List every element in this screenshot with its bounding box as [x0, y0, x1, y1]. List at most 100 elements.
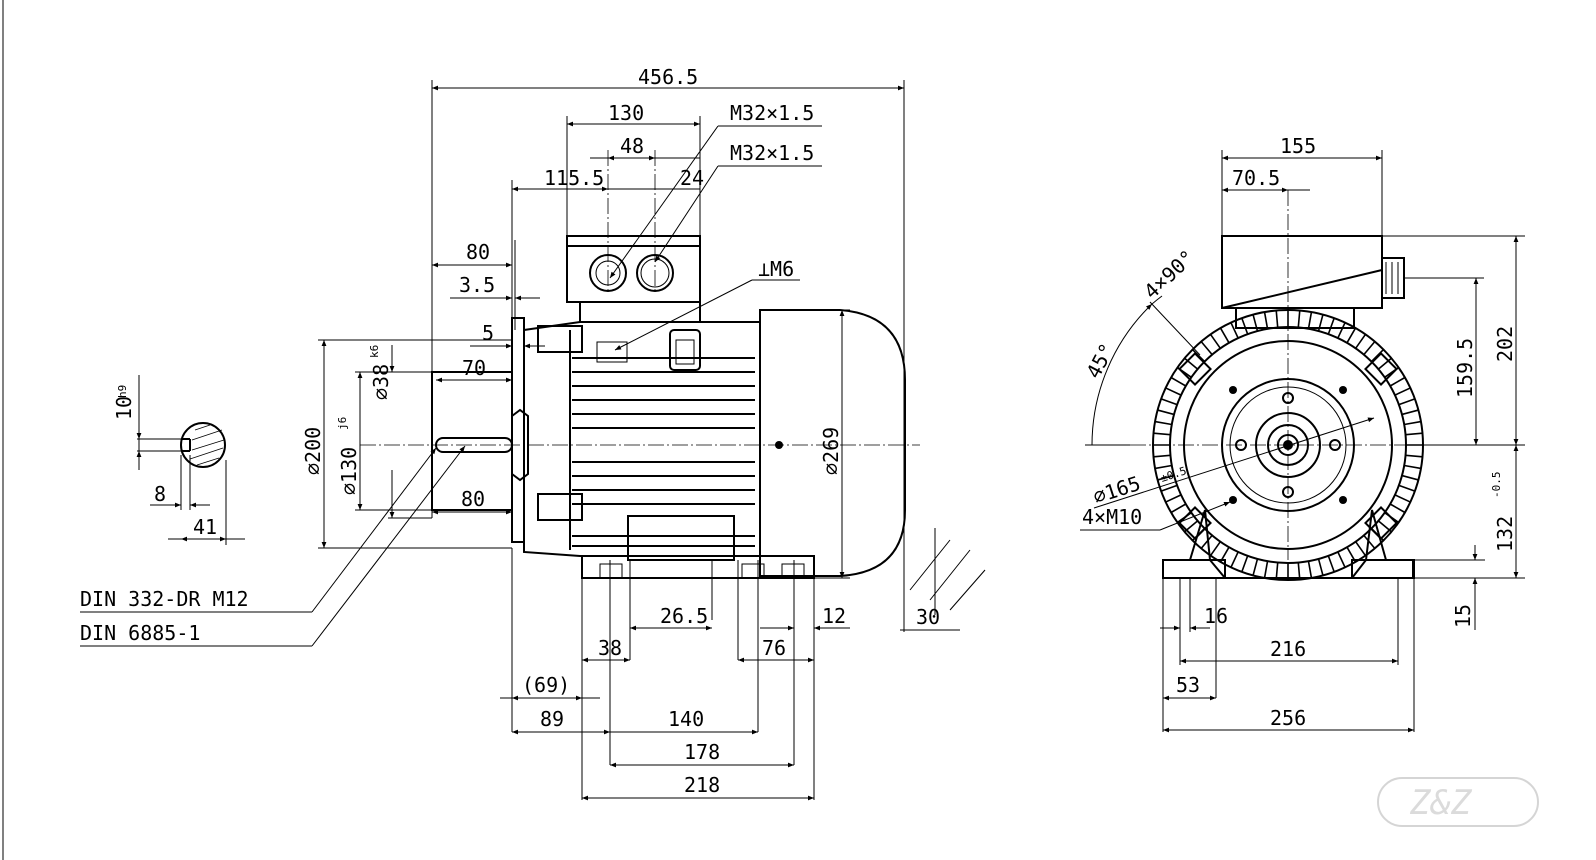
cooling-fin: [1209, 541, 1221, 557]
cooling-fin: [1275, 310, 1279, 328]
cooling-fin: [1153, 432, 1171, 436]
dim-218-label: 218: [684, 773, 720, 797]
angle-4x90-label: 4×90°: [1139, 245, 1199, 304]
cooling-fin: [1401, 409, 1419, 416]
lifting-eye: [669, 329, 701, 371]
cooling-fin: [1209, 333, 1221, 349]
cooling-fin: [1404, 420, 1422, 426]
spigot-tolerance-label: j6: [336, 417, 349, 430]
dim-8-label: 8: [154, 482, 166, 506]
shaft-tolerance-label: k6: [368, 345, 381, 358]
cooling-fin: [1297, 310, 1301, 328]
cooling-fin: [1404, 464, 1422, 470]
dim-3-5-label: 3.5: [459, 273, 495, 297]
earth-label: ⊥M6: [758, 257, 794, 281]
cooling-fin: [1363, 534, 1376, 549]
cooling-fin: [1355, 333, 1367, 349]
dim-30-label: 30: [916, 605, 940, 629]
cooling-fin: [1337, 322, 1346, 339]
end-gland: [1381, 257, 1405, 299]
holes-label: 4×M10: [1082, 505, 1142, 529]
cooling-fin: [1170, 376, 1187, 387]
dim-256-label: 256: [1270, 706, 1306, 730]
dim-26-5-label: 26.5: [660, 604, 708, 628]
cooling-fin: [1160, 398, 1178, 406]
dim-38-label: 38: [598, 636, 622, 660]
logo: Z&Z: [1377, 777, 1539, 827]
cooling-fin: [1317, 558, 1324, 576]
dim-48-label: 48: [620, 134, 644, 158]
cooling-fin: [1191, 348, 1206, 363]
dim-140-label: 140: [668, 707, 704, 731]
end-terminal-box: [1221, 235, 1383, 309]
key-tolerance-label: h9: [116, 385, 129, 398]
cooling-fin: [1394, 494, 1411, 503]
end-view: 155 70.5 159.5 202 132 -0.5 15 45° 4×90°…: [1080, 134, 1525, 733]
dim-178-label: 178: [684, 740, 720, 764]
cooling-fin: [1394, 387, 1411, 396]
dim-76-label: 76: [762, 636, 786, 660]
note-key-standard: DIN 6885-1: [80, 621, 200, 645]
cooling-fin: [1337, 551, 1346, 568]
cooling-fin: [1363, 341, 1376, 356]
cooling-fin: [1241, 555, 1249, 573]
shaft-diameter-label: ⌀38: [369, 364, 393, 400]
cooling-fin: [1230, 551, 1239, 568]
dim-5-label: 5: [482, 321, 494, 345]
dim-69-label: (69): [522, 673, 570, 697]
body-diameter-label: ⌀269: [819, 427, 843, 475]
gland-thread-2-label: M32×1.5: [730, 141, 814, 165]
earth-plate: [596, 341, 628, 363]
gland-thread-1-label: M32×1.5: [730, 101, 814, 125]
cooling-fin: [1263, 311, 1269, 329]
dim-202-label: 202: [1493, 326, 1517, 362]
cooling-fin: [1165, 494, 1182, 503]
cooling-fin: [1275, 562, 1279, 580]
cooling-fin: [1307, 561, 1313, 579]
dim-456-5-label: 456.5: [638, 65, 698, 89]
dim-80-top-label: 80: [466, 240, 490, 264]
dim-24-label: 24: [680, 166, 704, 190]
fan-cover: [759, 309, 906, 577]
terminal-foot-block: [627, 515, 735, 561]
shaft-section: 10 h9 8 41: [112, 375, 245, 545]
cooling-fin: [1184, 357, 1199, 370]
dim-16-label: 16: [1204, 604, 1228, 628]
cooling-fin: [1154, 464, 1172, 470]
cooling-fin: [1405, 432, 1423, 436]
cooling-fin: [1389, 503, 1406, 514]
cooling-fin: [1170, 503, 1187, 514]
flange-circle: [1183, 340, 1393, 550]
cooling-fin: [1154, 420, 1172, 426]
cooling-fin: [1230, 322, 1239, 339]
cooling-fin: [1200, 341, 1213, 356]
pcd-label: ⌀165: [1090, 471, 1143, 509]
cooling-fin: [1377, 357, 1392, 370]
cooling-fin: [1157, 474, 1175, 481]
cooling-fin: [1160, 484, 1178, 492]
dim-70-5-label: 70.5: [1232, 166, 1280, 190]
shaft-section-circle: [180, 422, 226, 468]
cooling-fin: [1405, 454, 1423, 458]
cooling-fin: [1252, 558, 1259, 576]
dim-89-label: 89: [540, 707, 564, 731]
cooling-fin: [1401, 474, 1419, 481]
note-center-thread: DIN 332-DR M12: [80, 587, 249, 611]
cooling-fin: [1165, 387, 1182, 396]
cooling-fin: [1307, 311, 1313, 329]
cooling-fin: [1200, 534, 1213, 549]
dim-155-label: 155: [1280, 134, 1316, 158]
cooling-fin: [1241, 317, 1249, 335]
cooling-fin: [1355, 541, 1367, 557]
cooling-fin: [1219, 327, 1230, 344]
dim-115-5-label: 115.5: [544, 166, 604, 190]
dim-216-label: 216: [1270, 637, 1306, 661]
dim-41-label: 41: [193, 515, 217, 539]
cooling-fin: [1157, 409, 1175, 416]
dim-15-label: 15: [1451, 604, 1475, 628]
dim-130-label: 130: [608, 101, 644, 125]
angle-45-label: 45°: [1081, 339, 1119, 382]
spigot-diameter-label: ⌀130: [337, 447, 361, 495]
logo-text: Z&Z: [1409, 783, 1473, 823]
